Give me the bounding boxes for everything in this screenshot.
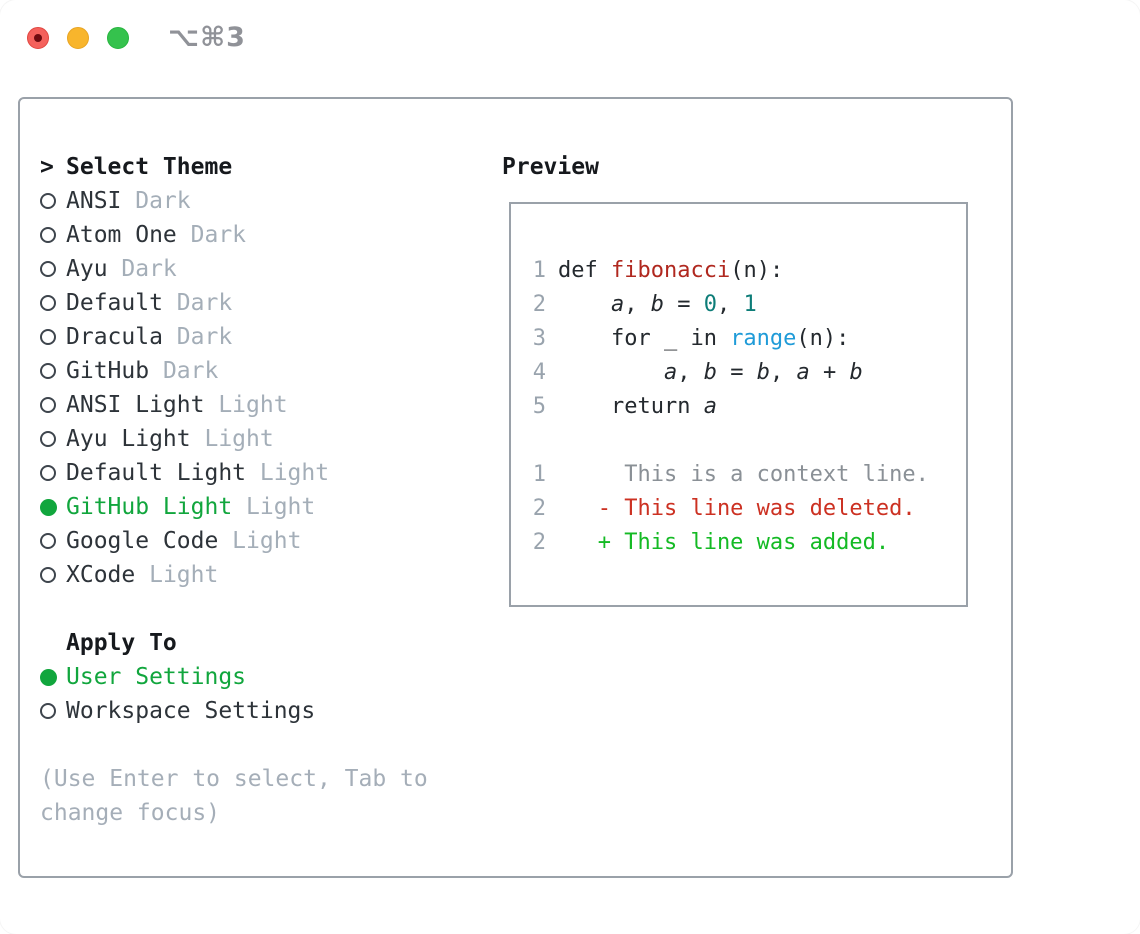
apply-option-label: Workspace Settings [66,698,316,724]
code-line: 4 a, b = b, a + b [532,359,863,385]
theme-name: Default Light [66,460,247,486]
prompt-icon: > [40,154,54,180]
line-number: 2 [532,529,546,555]
theme-option-atom-one[interactable]: Atom One Dark [40,218,480,252]
theme-variant: Light [246,460,330,486]
diff-line-added: 2 + This line was added. [532,529,890,555]
theme-option-github[interactable]: GitHub Dark [40,354,480,388]
radio-icon [40,431,56,447]
spacer [40,728,480,762]
theme-name: ANSI Light [66,392,205,418]
theme-option-default[interactable]: Default Dark [40,286,480,320]
help-text: (Use Enter to select, Tab to change focu… [40,766,428,826]
code-line: 3 for _ in range(n): [532,325,850,351]
code-line: 5 return a [532,393,717,419]
theme-name: Ayu Light [66,426,191,452]
apply-to-label: Apply To [66,630,177,656]
radio-selected-icon [40,668,57,686]
diff-preview: 1 This is a context line. 2 - This line w… [532,457,966,559]
theme-variant: Light [218,528,302,554]
theme-variant: Dark [162,324,233,350]
theme-option-ansi-light[interactable]: ANSI Light Light [40,388,480,422]
radio-icon [40,193,56,209]
zoom-button[interactable] [107,27,129,49]
theme-option-ansi[interactable]: ANSI Dark [40,184,480,218]
titlebar: ⌥⌘3 [0,0,1140,76]
window-title: ⌥⌘3 [168,22,246,53]
theme-variant: Dark [107,256,177,282]
theme-variant: Light [204,392,288,418]
line-number: 2 [532,291,546,317]
spacer [40,592,480,626]
radio-icon [40,261,56,277]
radio-selected-icon [40,498,57,516]
theme-name: Atom One [66,222,177,248]
theme-name: XCode [66,562,136,588]
radio-icon [40,227,56,243]
theme-name: Dracula [66,324,163,350]
preview-title: Preview [502,154,599,180]
theme-name: GitHub Light [66,494,233,520]
theme-variant: Light [190,426,274,452]
theme-variant: Light [135,562,219,588]
theme-option-github-light[interactable]: GitHub Light Light [40,490,480,524]
theme-option-ayu-light[interactable]: Ayu Light Light [40,422,480,456]
theme-option-google-code[interactable]: Google Code Light [40,524,480,558]
spacer [532,423,966,457]
theme-option-ayu[interactable]: Ayu Dark [40,252,480,286]
select-theme-header: > Select Theme [40,150,480,184]
radio-icon [40,363,56,379]
close-button[interactable] [27,27,49,49]
theme-name: ANSI [66,188,122,214]
radio-icon [40,533,56,549]
line-number: 2 [532,495,546,521]
theme-name: GitHub [66,358,150,384]
radio-icon [40,465,56,481]
theme-variant: Light [232,494,316,520]
apply-option-workspace-settings[interactable]: Workspace Settings [40,694,480,728]
theme-name: Google Code [66,528,219,554]
theme-variant: Dark [162,290,233,316]
theme-variant: Dark [176,222,247,248]
line-number: 4 [532,359,546,385]
radio-icon [40,397,56,413]
select-theme-label: Select Theme [66,154,233,180]
theme-option-default-light[interactable]: Default Light Light [40,456,480,490]
apply-to-header: Apply To [40,626,480,660]
diff-line-context: 1 This is a context line. [532,461,929,487]
theme-variant: Dark [121,188,191,214]
apply-option-user-settings[interactable]: User Settings [40,660,480,694]
code-line: 2 a, b = 0, 1 [532,291,757,317]
line-number: 3 [532,325,546,351]
radio-icon [40,329,56,345]
theme-variant: Dark [149,358,219,384]
apply-option-label: User Settings [66,664,247,690]
diff-line-deleted: 2 - This line was deleted. [532,495,916,521]
line-number: 1 [532,257,546,283]
theme-name: Ayu [66,256,108,282]
theme-name: Default [66,290,163,316]
minimize-button[interactable] [67,27,89,49]
theme-option-xcode[interactable]: XCode Light [40,558,480,592]
radio-icon [40,567,56,583]
theme-option-dracula[interactable]: Dracula Dark [40,320,480,354]
radio-icon [40,295,56,311]
radio-icon [40,703,56,719]
line-number: 1 [532,461,546,487]
line-number: 5 [532,393,546,419]
